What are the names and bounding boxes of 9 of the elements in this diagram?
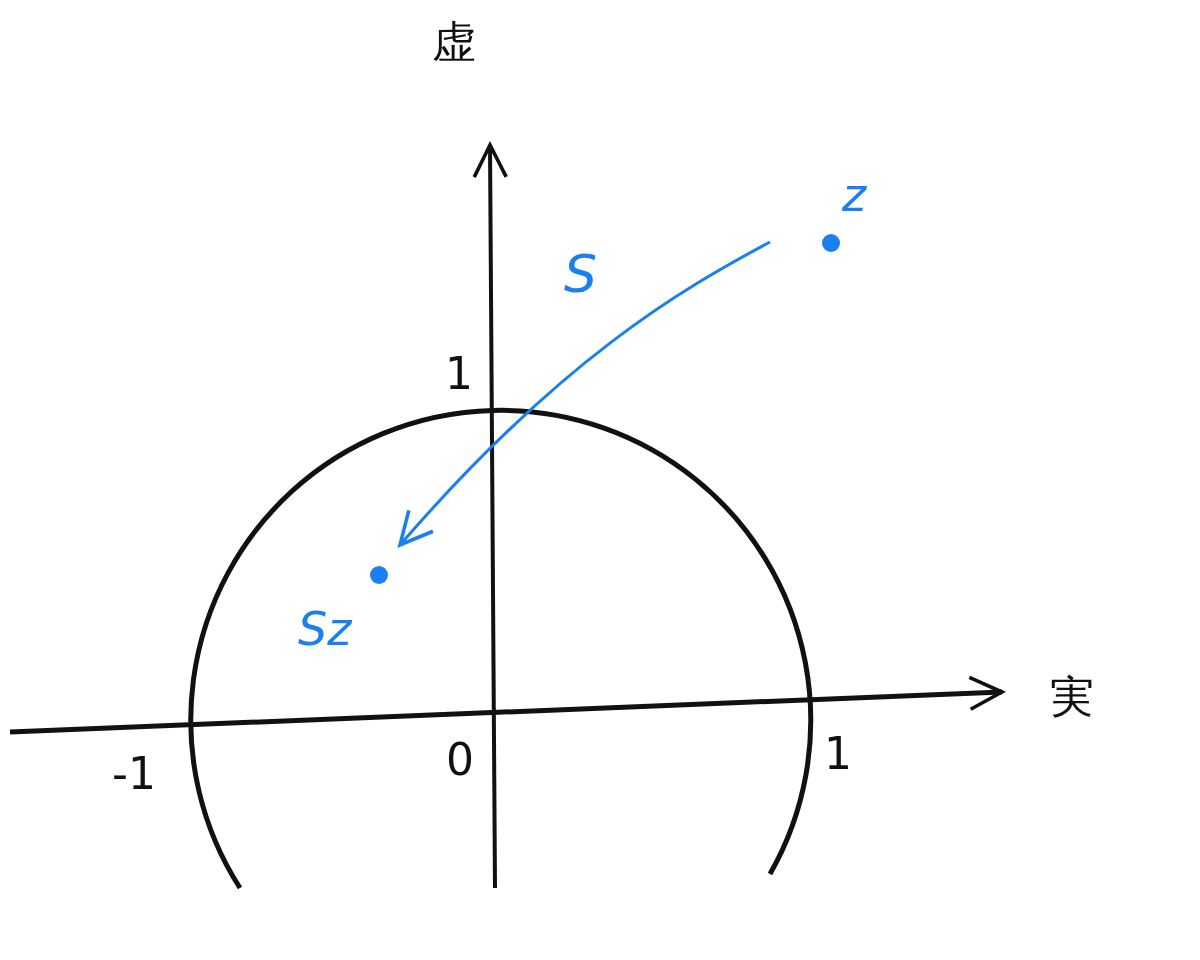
tick-label: -1 (112, 752, 156, 796)
tick-label: 0 (446, 738, 474, 782)
point-label: z (842, 172, 867, 218)
axis-label: 虚 (432, 20, 476, 64)
tick-label: 1 (824, 732, 852, 776)
point-label: Sz (298, 606, 352, 652)
tick-label: 1 (445, 352, 473, 396)
arrow (398, 240, 771, 547)
axis-label: 実 (1050, 675, 1094, 719)
